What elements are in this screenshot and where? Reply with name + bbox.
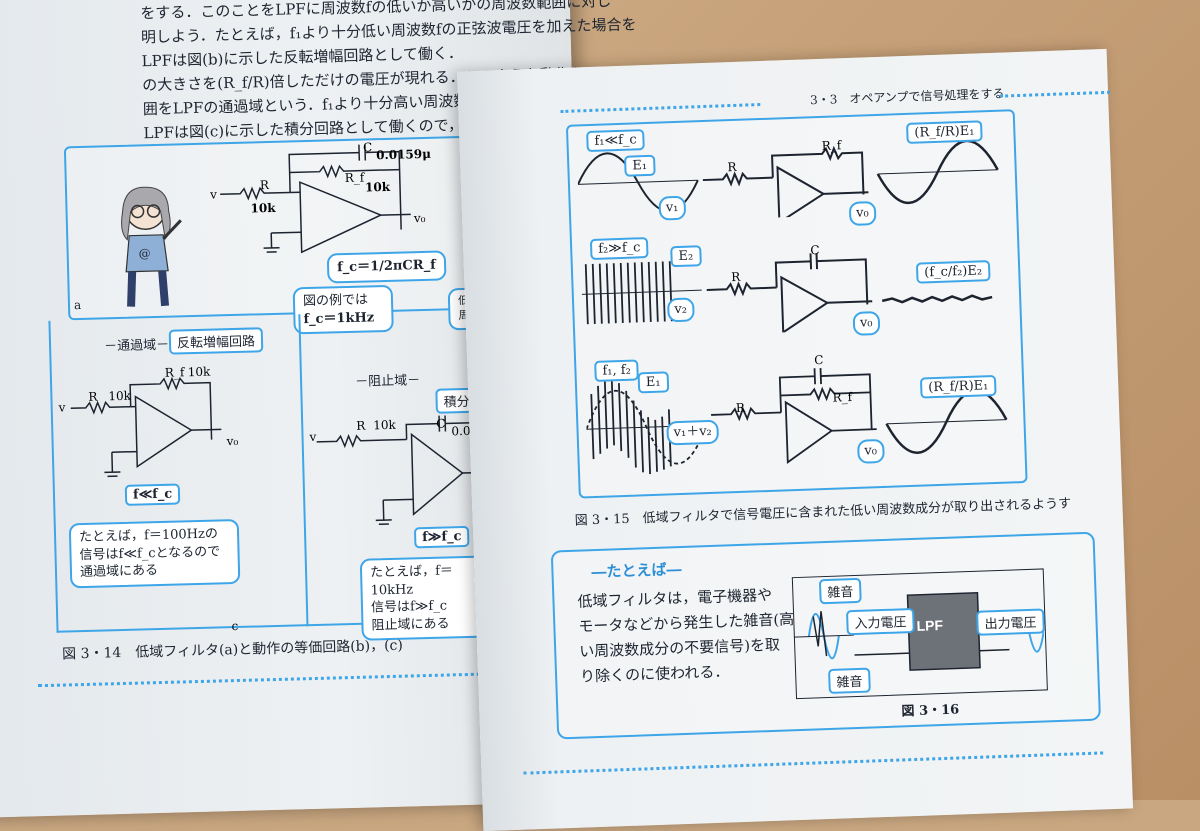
figure-3-15-caption: 図 3・15 低域フィルタで信号電圧に含まれた低い周波数成分が取り出されるようす xyxy=(574,496,1072,529)
fig-b-tag: 反転増幅回路 xyxy=(168,327,264,355)
header-rule-right xyxy=(1000,90,1111,98)
example-body: 低域フィルタは，電子機器や モータなどから発生した雑音(高 い周波数成分の不要信… xyxy=(577,583,794,690)
fig-b-label-v0: v₀ xyxy=(226,433,239,449)
fig16-lpf-block: LPF xyxy=(916,616,944,634)
left-page-dotted-rule xyxy=(37,671,518,688)
row2-amp: E₂ xyxy=(670,245,702,268)
fig-a-rf-value: 10k xyxy=(364,179,391,195)
example-heading: ―たとえば― xyxy=(591,560,682,582)
right-page-dotted-rule xyxy=(523,751,1104,775)
fig-b-note-line3: 通過域にある xyxy=(79,563,159,581)
row1-out: v₀ xyxy=(848,201,877,226)
figure-a-corner-label: a xyxy=(73,297,82,313)
fig-b-r-value: 10k xyxy=(108,388,132,404)
fig-c-label-r: R xyxy=(356,418,366,433)
row2-label-r: R xyxy=(731,269,741,285)
row3-label-rf: R_f xyxy=(832,389,853,405)
fig-a-example-line1: 図の例では xyxy=(302,292,369,310)
girl-shirt-label: @ xyxy=(138,246,151,261)
fig-c-r-value: 10k xyxy=(373,417,396,433)
row3-label-c: C xyxy=(813,352,824,368)
girl-illustration xyxy=(121,186,182,307)
fig-b-note: たとえば，f＝100Hzの 信号はf≪f_cとなるので 通過域にある xyxy=(68,518,241,588)
row2-out: v₀ xyxy=(852,310,880,336)
fig-a-r-value: 10k xyxy=(250,200,276,216)
fig16-input: 入力電圧 xyxy=(845,607,915,636)
fig-b-section-label: －通過域－ xyxy=(103,337,170,355)
row2-src: v₂ xyxy=(666,297,695,322)
fig-a-fc-bubble: f_c＝1/2πCR_f xyxy=(326,250,447,284)
header-rule-left xyxy=(560,103,761,113)
figure-c-circuit xyxy=(316,415,483,526)
fig-b-rf-value: 10k xyxy=(187,364,211,380)
row3-amp: E₁ xyxy=(637,371,669,394)
fig16-noise-bottom: 雑音 xyxy=(828,667,871,694)
row3-result: (R_f/R)E₁ xyxy=(919,374,997,399)
fig-a-label-rf: R_f xyxy=(344,170,365,186)
row2-label-c: C xyxy=(810,243,820,258)
fig-c-cond: f≫f_c xyxy=(413,525,470,549)
row3-out: v₀ xyxy=(857,438,885,464)
row2-result: (f_c/f₂)E₂ xyxy=(915,260,991,284)
fig-b-label-r: R xyxy=(88,389,98,404)
row2-diagram xyxy=(581,253,993,335)
row1-result: (R_f/R)E₁ xyxy=(906,120,983,144)
fig-a-label-r: R xyxy=(259,178,270,193)
fig-a-label-c: C xyxy=(362,140,373,155)
fig-a-label-v: v xyxy=(209,187,218,202)
fig16-noise-top: 雑音 xyxy=(818,577,862,605)
left-page-content: をする．このことをLPFに周波数fの低いか高いかの周波数範囲に対し 明しよう．た… xyxy=(0,0,637,800)
fig-c-note-line1: たとえば，f＝10kHz xyxy=(369,563,454,599)
row1-src: v₁ xyxy=(658,195,686,221)
fig-c-label-c: C xyxy=(436,416,446,431)
row1-amp: E₁ xyxy=(623,154,656,177)
fig-c-label-v: v xyxy=(309,429,317,445)
row1-label-rf: R_f xyxy=(821,138,842,153)
fig16-output: 出力電圧 xyxy=(976,608,1045,636)
figure-3-16-caption: 図 3・16 xyxy=(901,702,960,720)
fig-c-corner-label: c xyxy=(231,618,239,634)
fig-a-c-value: 0.0159μ xyxy=(376,146,432,163)
fig-a-label-v0: v₀ xyxy=(413,210,426,226)
figure-3-14-caption: 図 3・14 低域フィルタ(a)と動作の等価回路(b)，(c) xyxy=(61,637,404,663)
right-page-content: 3・3 オペアンプで信号処理をする f₁≪f_c E₁ v₁ R R_f v₀ … xyxy=(523,80,1144,789)
figure-b-circuit xyxy=(70,376,222,478)
fig-b-cond: f≪f_c xyxy=(124,483,181,506)
fig-c-section-label: －阻止域－ xyxy=(354,373,421,390)
row1-label-r: R xyxy=(727,159,737,175)
row1-diagram xyxy=(577,139,999,225)
fig-c-note-line3: 阻止域にある xyxy=(371,616,450,634)
fig-b-label-v: v xyxy=(58,400,66,415)
figure-a-circuit xyxy=(220,144,411,254)
fig-b-label-rf: R_f xyxy=(164,365,185,380)
row3-src: v₁＋v₂ xyxy=(666,419,720,446)
row3-label-r: R xyxy=(735,400,746,416)
